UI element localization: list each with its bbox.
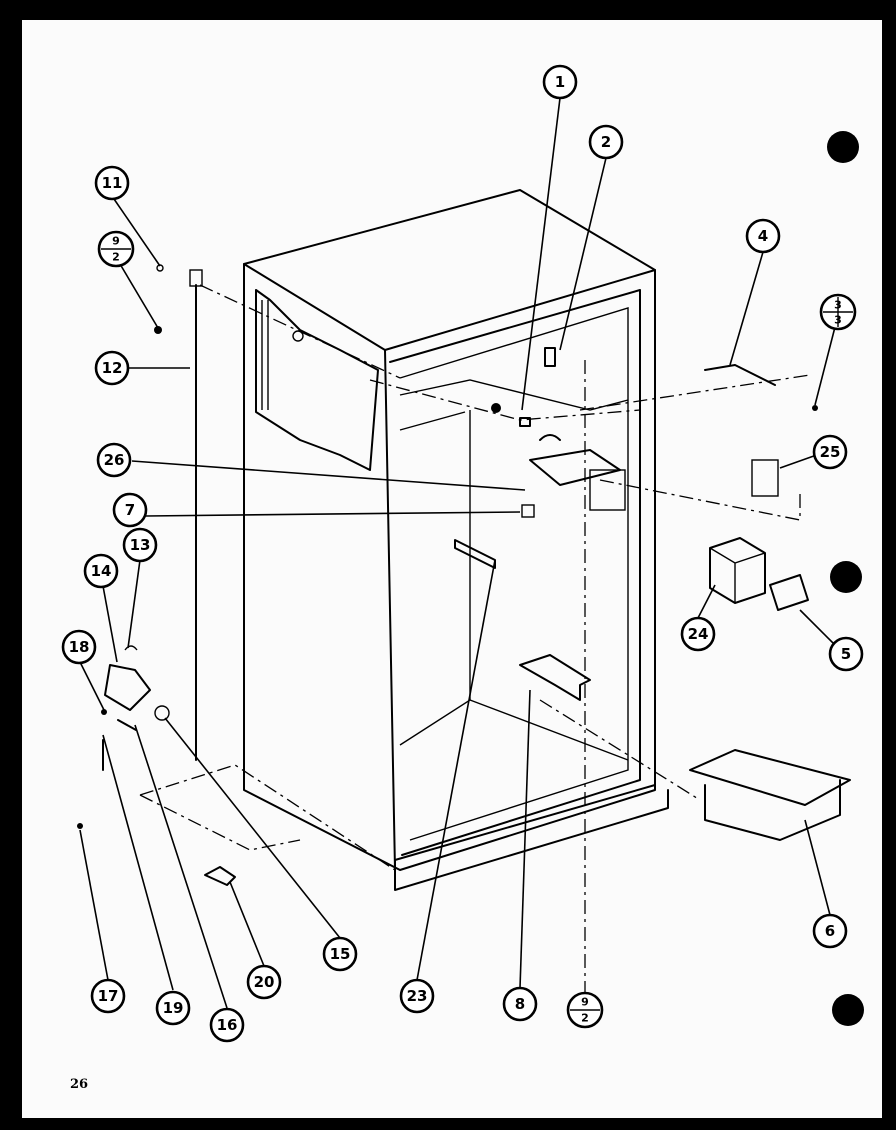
callout-16: 16: [209, 1007, 245, 1043]
callout-7: 7: [112, 492, 148, 528]
callout-13: 13: [122, 527, 158, 563]
fraction-top: 9: [581, 996, 589, 1009]
callout-15: 15: [322, 936, 358, 972]
callout-2: 2: [588, 124, 624, 160]
ice-maker-assembly: [199, 284, 818, 1000]
fraction-top: 3: [834, 299, 842, 312]
callout-label: 2: [601, 133, 611, 151]
callout-8: 8: [502, 986, 538, 1022]
callout-label: 17: [98, 987, 119, 1005]
callout-23: 23: [399, 978, 435, 1014]
fraction-top: 9: [112, 235, 120, 248]
callout-11: 11: [94, 165, 130, 201]
callout-label: 24: [688, 625, 709, 643]
callout-26: 26: [96, 442, 132, 478]
callout-12: 12: [94, 350, 130, 386]
callout-label: 23: [407, 987, 428, 1005]
callout-label: 12: [102, 359, 123, 377]
callout-18: 18: [61, 629, 97, 665]
callout-label: 4: [758, 227, 768, 245]
callout-label: 25: [820, 443, 841, 461]
callout-label: 19: [163, 999, 184, 1017]
callout-label: 14: [91, 562, 112, 580]
fraction-bottom: 3: [834, 314, 842, 327]
callout-24: 24: [680, 616, 716, 652]
callout-14: 14: [83, 553, 119, 589]
drawer-pan: [539, 699, 851, 841]
control-assembly: [77, 264, 203, 829]
callout-fraction-left: 9 2: [97, 230, 135, 268]
callout-label: 5: [841, 645, 851, 663]
callout-label: 6: [825, 922, 835, 940]
callout-label: 18: [69, 638, 90, 656]
callout-label: 26: [104, 451, 125, 469]
callout-1: 1: [542, 64, 578, 100]
registration-dot-middle: [830, 561, 862, 593]
callout-20: 20: [246, 964, 282, 1000]
fraction-bottom: 2: [581, 1012, 589, 1025]
callout-label: 16: [217, 1016, 238, 1034]
registration-dot-bottom: [832, 994, 864, 1026]
callout-label: 13: [130, 536, 151, 554]
callout-label: 11: [102, 174, 123, 192]
callout-6: 6: [812, 913, 848, 949]
callout-19: 19: [155, 990, 191, 1026]
leader-lines: [79, 97, 841, 1009]
registration-dot-top: [827, 131, 859, 163]
callout-4: 4: [745, 218, 781, 254]
callout-label: 1: [555, 73, 565, 91]
page-number: 26: [70, 1077, 88, 1092]
callout-25: 25: [812, 434, 848, 470]
callout-label: 20: [254, 973, 275, 991]
diagram-sheet: 1 2 4 3 3 25 26 7 13 14 18 11 9 2 12 24 …: [22, 20, 882, 1118]
fraction-bottom: 2: [112, 251, 120, 264]
callout-label: 8: [515, 995, 525, 1013]
callout-label: 15: [330, 945, 351, 963]
callout-5: 5: [828, 636, 864, 672]
callout-fraction-right: 3 3: [819, 293, 857, 331]
refrigerator-exploded-diagram: 1 2 4 3 3 25 26 7 13 14 18 11 9 2 12 24 …: [61, 64, 864, 1092]
floor-outline: [139, 764, 396, 886]
callout-17: 17: [90, 978, 126, 1014]
callout-fraction-bottom: 9 2: [566, 991, 604, 1029]
callout-label: 7: [125, 501, 135, 519]
